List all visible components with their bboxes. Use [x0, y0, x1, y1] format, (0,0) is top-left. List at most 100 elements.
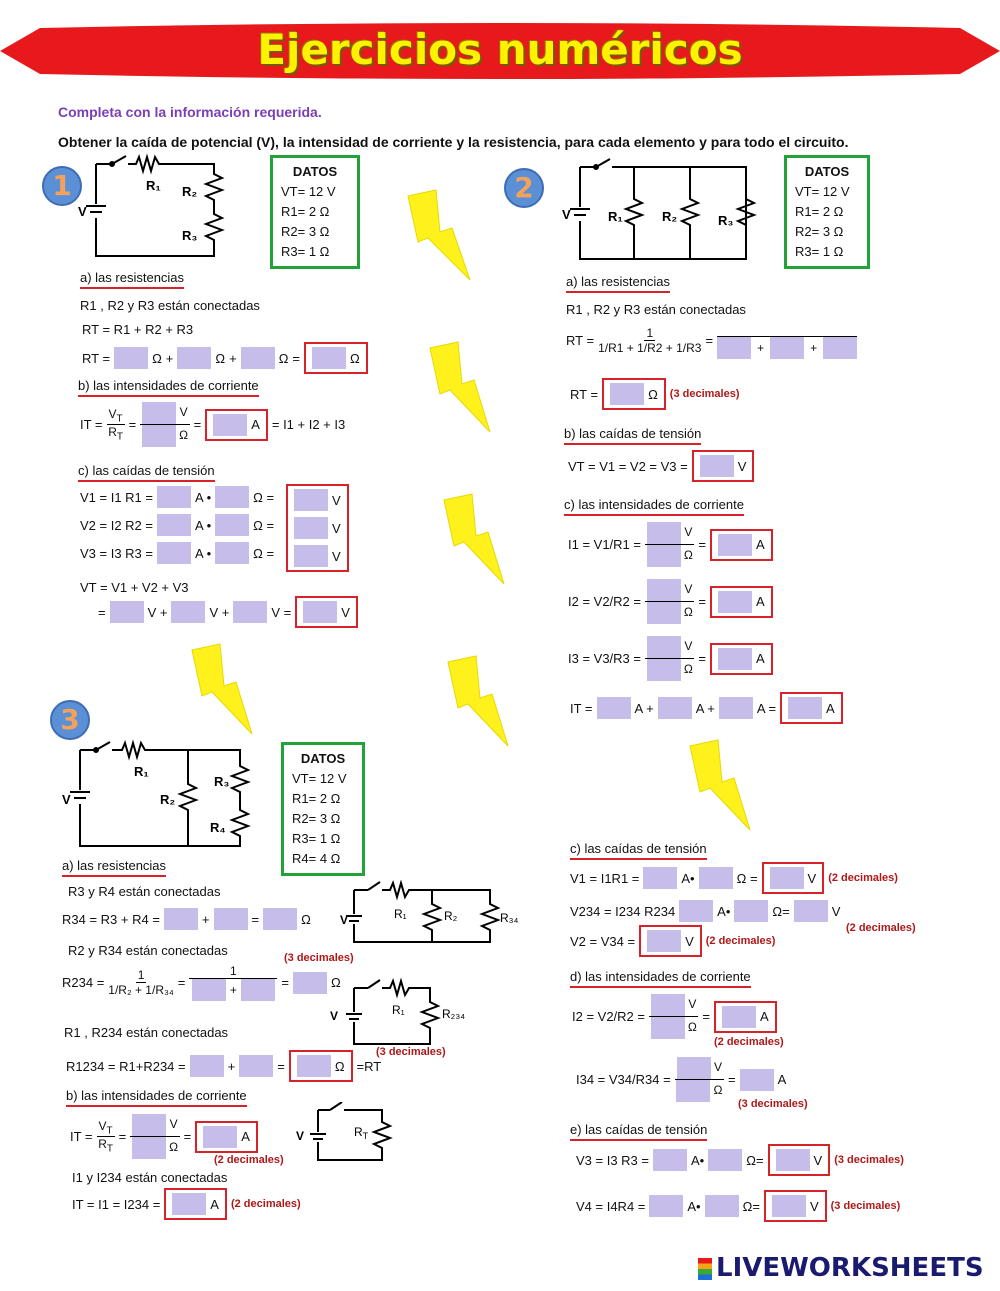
result-frame: A	[205, 408, 268, 441]
answer-box[interactable]	[131, 1137, 166, 1159]
answer-box[interactable]	[739, 1068, 774, 1091]
answer-box[interactable]	[215, 514, 250, 536]
answer-box[interactable]	[676, 1080, 711, 1102]
answer-box[interactable]	[215, 542, 250, 564]
answer-box[interactable]	[213, 908, 248, 930]
ex3-section-b: b) las intensidades de corriente	[66, 1088, 247, 1107]
answer-box[interactable]	[647, 522, 681, 544]
result-frame: Ω	[602, 378, 666, 410]
answer-box[interactable]	[676, 1057, 711, 1079]
ex3-b-text: I1 y I234 están conectadas	[72, 1170, 228, 1185]
answer-box[interactable]	[294, 489, 328, 511]
answer-box[interactable]	[157, 514, 191, 536]
answer-box[interactable]	[651, 994, 685, 1016]
ex1-datos-panel: DATOS VT= 12 V R1= 2 Ω R2= 3 Ω R3= 1 Ω	[270, 155, 360, 269]
logo-icon	[698, 1257, 712, 1280]
answer-box[interactable]	[132, 1114, 167, 1136]
datos-header: DATOS	[292, 164, 338, 179]
answer-box[interactable]	[679, 900, 714, 922]
bolt-icon	[407, 189, 471, 281]
answer-box[interactable]	[653, 1149, 687, 1171]
answer-box[interactable]	[109, 601, 144, 623]
answer-box[interactable]	[294, 545, 328, 567]
answer-box[interactable]	[215, 486, 250, 508]
svg-text:V: V	[330, 1009, 338, 1023]
circuit-label-r2: R₂	[662, 209, 677, 224]
answer-box[interactable]	[793, 900, 828, 922]
result-frame: Ω	[288, 1050, 353, 1082]
answer-box[interactable]	[721, 1005, 756, 1028]
ex3-section-d: d) las intensidades de corriente	[570, 969, 751, 988]
answer-box[interactable]	[163, 908, 198, 930]
answer-box[interactable]	[172, 1193, 207, 1215]
answer-box[interactable]	[823, 337, 858, 359]
ex3-i2-row: I2 = V2/R2 = V Ω= A	[572, 994, 777, 1039]
ex3-it-dec: (2 decimales)	[214, 1154, 284, 1166]
circuit-3-reduced-3: V RT	[296, 1102, 393, 1161]
answer-box[interactable]	[294, 517, 328, 539]
answer-box[interactable]	[233, 601, 268, 623]
answer-box[interactable]	[649, 1195, 684, 1217]
answer-box[interactable]	[263, 908, 298, 930]
answer-box[interactable]	[296, 1055, 331, 1077]
answer-box[interactable]	[788, 697, 823, 719]
answer-box[interactable]	[177, 347, 212, 369]
answer-box[interactable]	[717, 590, 752, 613]
answer-box[interactable]	[717, 337, 752, 359]
answer-box[interactable]	[717, 647, 752, 670]
ex1-rt-row: RT = Ω+ Ω+ Ω= Ω	[82, 342, 368, 374]
answer-box[interactable]	[239, 1055, 274, 1077]
answer-box[interactable]	[189, 1055, 224, 1077]
answer-box[interactable]	[191, 979, 226, 1001]
datos-r3: R3= 1 Ω	[281, 244, 330, 259]
answer-box[interactable]	[312, 347, 347, 369]
subtitle-text: Obtener la caída de potencial (V), la in…	[58, 134, 849, 150]
result-frame: A	[709, 585, 773, 618]
answer-box[interactable]	[157, 542, 191, 564]
answer-box[interactable]	[610, 383, 645, 405]
answer-box[interactable]	[769, 867, 804, 889]
ex3-v1-row: V1 = I1R1 =A•Ω = V (2 decimales)	[570, 862, 898, 894]
answer-box[interactable]	[643, 867, 678, 889]
datos-r2: R2= 3 Ω	[281, 224, 330, 239]
answer-box[interactable]	[240, 979, 275, 1001]
answer-box[interactable]	[771, 1195, 806, 1217]
answer-box[interactable]	[646, 659, 681, 681]
ex3-r1234-row: R1234 = R1+R234 =+= Ω =RT	[66, 1050, 381, 1082]
answer-box[interactable]	[647, 579, 681, 601]
answer-box[interactable]	[775, 1149, 810, 1171]
answer-box[interactable]	[698, 867, 733, 889]
answer-box[interactable]	[141, 425, 176, 447]
answer-box[interactable]	[699, 455, 734, 477]
answer-box[interactable]	[157, 486, 191, 508]
answer-box[interactable]	[650, 1017, 685, 1039]
answer-box[interactable]	[171, 601, 206, 623]
answer-box[interactable]	[704, 1195, 739, 1217]
answer-box[interactable]	[734, 900, 769, 922]
answer-box[interactable]	[142, 402, 177, 424]
svg-text:R₂: R₂	[444, 909, 458, 923]
answer-box[interactable]	[240, 347, 275, 369]
answer-box[interactable]	[717, 533, 752, 556]
svg-text:RT: RT	[354, 1125, 369, 1141]
answer-box[interactable]	[303, 601, 338, 623]
ex1-section-c: c) las caídas de tensión	[78, 463, 215, 482]
ex3-r1234-dec: (3 decimales)	[376, 1046, 446, 1058]
answer-box[interactable]	[646, 545, 681, 567]
svg-text:R₂₃₄: R₂₃₄	[442, 1007, 465, 1021]
answer-box[interactable]	[203, 1125, 238, 1148]
answer-box[interactable]	[596, 697, 631, 719]
ex1-c-rows: V1 = I1 R1 =A •Ω = V2 = I2 R2 =A •Ω = V3…	[80, 486, 274, 564]
answer-box[interactable]	[657, 697, 692, 719]
answer-box[interactable]	[114, 347, 149, 369]
ex1-section-a: a) las resistencias	[80, 270, 185, 289]
answer-box[interactable]	[213, 413, 248, 436]
answer-box[interactable]	[718, 697, 753, 719]
ex3-v4-row: V4 = I4R4 =A•Ω= V (3 decimales)	[576, 1190, 900, 1222]
answer-box[interactable]	[770, 337, 805, 359]
answer-box[interactable]	[646, 602, 681, 624]
answer-box[interactable]	[647, 930, 682, 952]
answer-box[interactable]	[647, 636, 681, 658]
answer-box[interactable]	[292, 971, 327, 994]
answer-box[interactable]	[708, 1149, 743, 1171]
